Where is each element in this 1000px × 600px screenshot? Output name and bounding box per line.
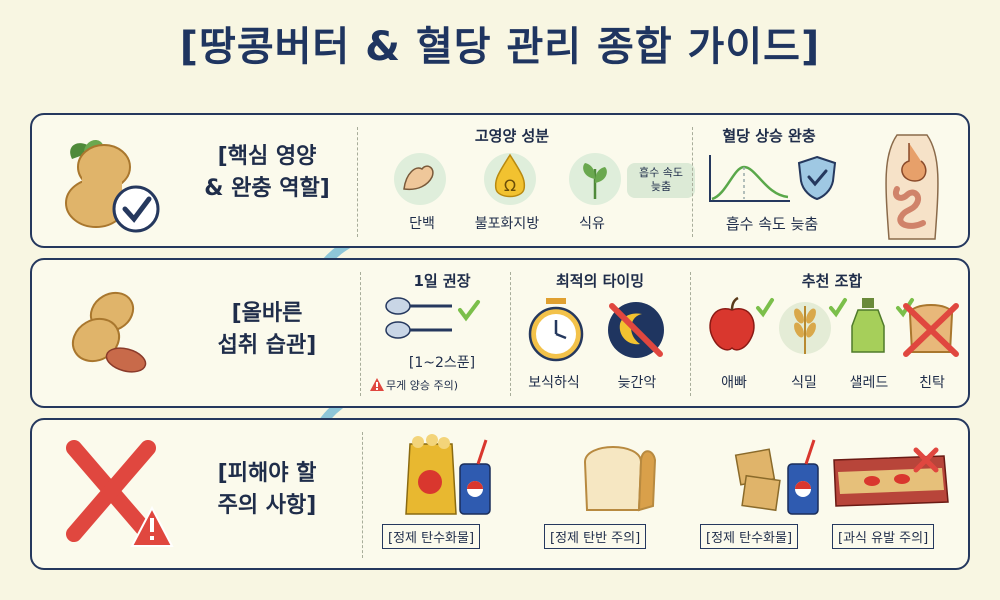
combo-salad: 샐레드 — [849, 375, 889, 391]
divider — [357, 127, 358, 237]
crackers-soda-icon — [734, 439, 819, 515]
digestive-system-icon — [885, 134, 939, 240]
caution-overeating: [과식 유발 주의] — [832, 524, 935, 549]
muscle-icon — [394, 153, 446, 205]
timing-breakfast: 보식하식 — [528, 375, 580, 391]
section-core-nutrition: [핵심 영양 & 완충 역할] 고영양 성분 Ω 흡수 속도 늦춤 단백 불포화… — [30, 113, 970, 248]
divider — [690, 272, 691, 396]
section-intake-habits-label: [올바른 섭취 습관] — [217, 301, 317, 358]
apple-icon — [709, 296, 774, 351]
shield-icon — [797, 155, 837, 201]
wheat-icon — [779, 298, 847, 354]
no-toast-icon — [903, 303, 959, 357]
buffer-heading: 혈당 상승 완충 — [722, 127, 816, 145]
caution-refined-carbs-2: [정제 탄반 주의] — [544, 524, 647, 549]
dose-value: [1~2스푼] — [408, 355, 476, 371]
section-intake-habits: [올바른 섭취 습관] 1일 권장 [1~2스푼] 무게 양승 주의) 최적의 … — [30, 258, 970, 408]
combo-heading: 추천 조합 — [801, 272, 863, 290]
caution-refined-carbs-3: [정제 탄수화물] — [700, 524, 799, 549]
nutrient-protein: 단백 — [409, 216, 435, 232]
combo-wheat: 식밀 — [791, 375, 817, 391]
combo-toast: 친탁 — [919, 375, 945, 391]
warning-icon — [370, 378, 384, 391]
divider — [692, 127, 693, 237]
divider — [360, 272, 361, 396]
glucose-curve-icon — [709, 155, 790, 202]
peanut-icon — [71, 291, 147, 373]
warning-cross-icon — [66, 440, 174, 547]
combo-apple: 애빠 — [721, 375, 747, 391]
section-cautions-label: [피해야 할 주의 사항] — [217, 461, 317, 518]
no-night-snack-icon — [608, 302, 664, 358]
buffer-caption: 흡수 속도 늦춤 — [725, 215, 819, 233]
section-cautions: [피해야 할 주의 사항] [정제 탄수화물] [정제 탄반 주의] [정제 탄… — [30, 418, 970, 570]
absorb-tag: 흡수 속도 늦춤 — [627, 163, 695, 198]
clogged-vessel-icon — [833, 447, 949, 507]
nutrient-unsaturated-fat: 불포화지방 — [474, 216, 540, 232]
clock-icon — [528, 298, 584, 362]
nutrient-fiber: 식유 — [579, 216, 605, 232]
section-core-nutrition-label: [핵심 영양 & 완충 역할] — [204, 144, 330, 201]
timing-late-night: 늦간악 — [617, 375, 657, 391]
bread-icon — [583, 446, 657, 512]
omega-drop-icon: Ω — [484, 153, 536, 205]
timing-heading: 최적의 타이밍 — [555, 272, 645, 290]
chips-soda-icon — [405, 434, 491, 515]
dose-warning: 무게 양승 주의) — [386, 379, 459, 392]
svg-text:Ω: Ω — [504, 176, 516, 195]
dose-heading: 1일 권장 — [413, 272, 471, 290]
sprout-icon — [569, 153, 621, 205]
spoons-icon — [385, 297, 480, 339]
peanut-check-icon — [65, 140, 160, 233]
divider — [362, 432, 363, 558]
page-title: [땅콩버터 & 혈당 관리 종합 가이드] — [179, 24, 821, 70]
olive-oil-icon — [851, 298, 914, 353]
caution-refined-carbs-1: [정제 탄수화물] — [382, 524, 481, 549]
nutrients-heading: 고영양 성분 — [474, 127, 550, 145]
divider — [510, 272, 511, 396]
